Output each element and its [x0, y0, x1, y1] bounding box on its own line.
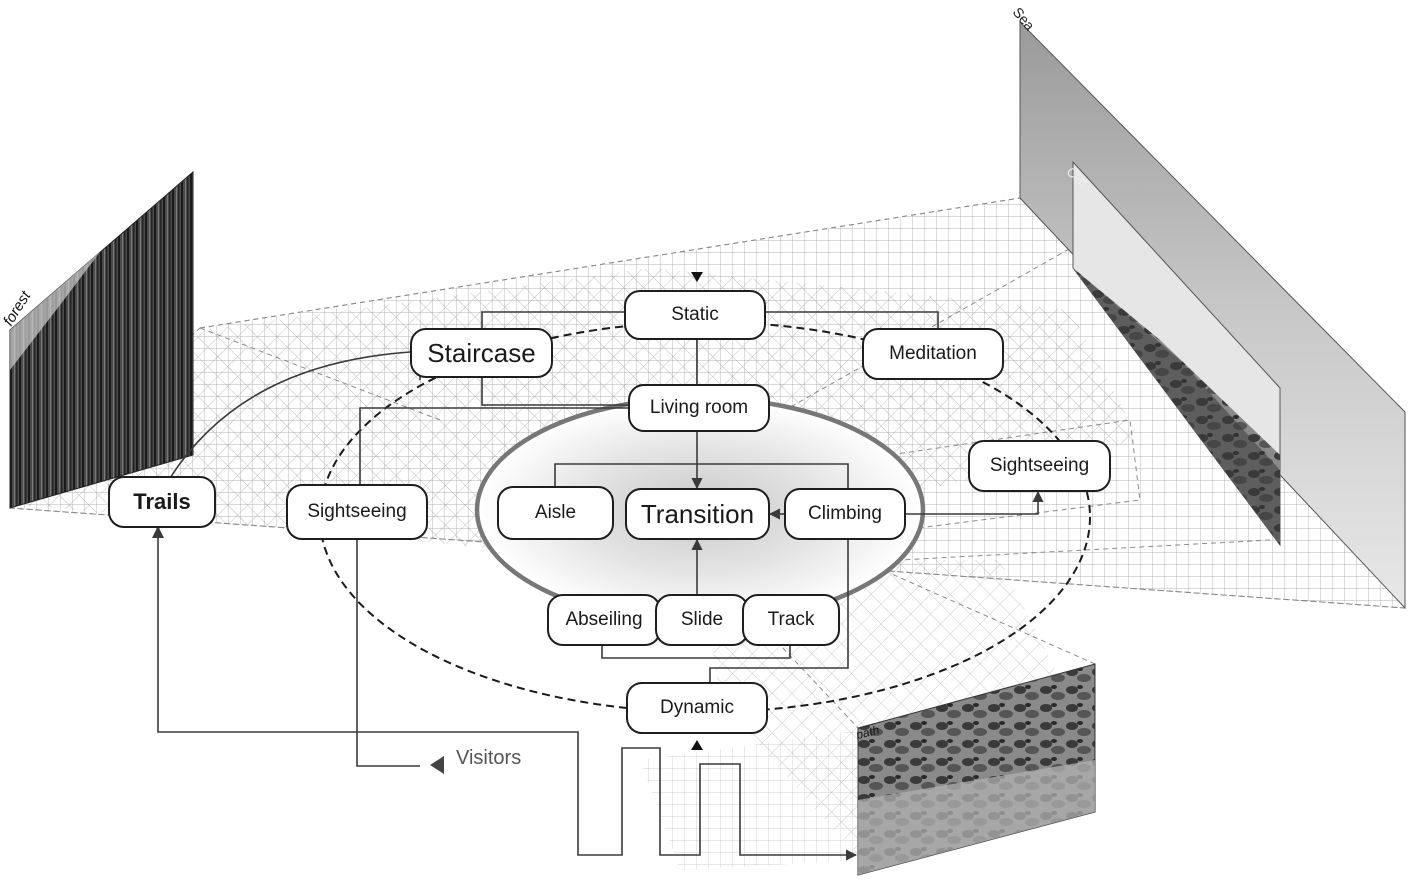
- node-slide: Slide: [655, 594, 749, 646]
- forest-image-panel: [9, 170, 194, 509]
- node-static: Static: [624, 290, 766, 340]
- static-input-triangle: [691, 272, 703, 282]
- visitors-label: Visitors: [456, 747, 522, 769]
- trails-arrowhead: [152, 526, 164, 538]
- node-trails: Trails: [108, 476, 216, 528]
- outer-dashed-ellipse: [319, 321, 1091, 713]
- node-track: Track: [742, 594, 840, 646]
- node-climbing: Climbing: [784, 488, 906, 540]
- node-aisle: Aisle: [497, 486, 614, 540]
- node-abseiling: Abseiling: [547, 594, 661, 646]
- node-staircase: Staircase: [410, 328, 553, 378]
- connectors: [152, 311, 1044, 861]
- node-transition: Transition: [625, 488, 770, 540]
- node-dynamic: Dynamic: [626, 682, 768, 734]
- visitors-triangle: [430, 756, 444, 774]
- node-sightseeing-right: Sightseeing: [968, 440, 1111, 492]
- node-sightseeing-left: Sightseeing: [286, 484, 428, 540]
- node-meditation: Meditation: [862, 328, 1004, 380]
- path-projection-grid: [640, 730, 860, 870]
- node-living-room: Living room: [628, 384, 770, 432]
- dynamic-input-triangle: [691, 740, 703, 750]
